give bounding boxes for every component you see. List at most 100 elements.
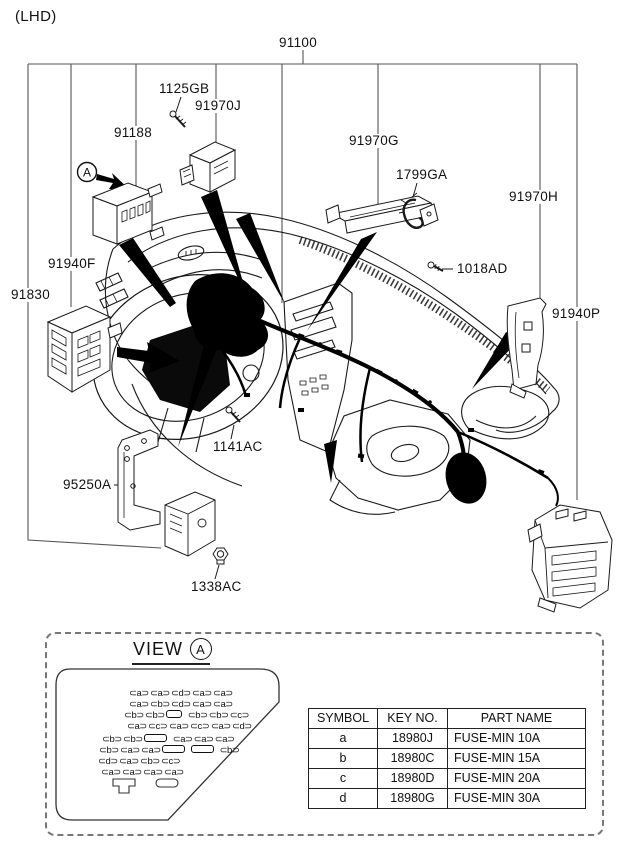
view-a-title: VIEW A: [133, 638, 213, 660]
fuse-slot-a: ⊂a⊃: [213, 699, 233, 710]
part-sketch-hook-1799GA: [398, 192, 424, 229]
view-a-marker-letter: A: [83, 166, 91, 180]
fuse-slot-a: ⊂a⊃: [211, 721, 231, 732]
fuse-slot-a: ⊂a⊃: [143, 767, 163, 778]
callout-1125GB: 1125GB: [158, 81, 211, 96]
view-a-title-underline: [132, 663, 210, 665]
part-sketch-relay-91970J: [179, 141, 237, 193]
nut-1338AC: [212, 547, 229, 565]
fuse-map: ⊂a⊃⊂a⊃⊂d⊃⊂a⊃⊂a⊃⊂a⊃⊂b⊃⊂d⊃⊂a⊃⊂a⊃⊂b⊃⊂b⊃⊂b⊃⊂…: [55, 670, 285, 825]
screw-1125GB: [169, 110, 187, 128]
fuse-slot-b: ⊂b⊃: [150, 699, 170, 710]
callout-1141AC: 1141AC: [212, 439, 264, 454]
fuse-slot-a: ⊂a⊃: [122, 767, 142, 778]
fuse-keyno-cell: 18980G: [377, 788, 448, 809]
fuse-symbol-cell: c: [308, 768, 378, 789]
fuse-row: ⊂a⊃⊂a⊃⊂d⊃⊂a⊃⊂a⊃: [129, 683, 234, 699]
part-sketch-fuse-panel-upper: [91, 182, 165, 245]
fuse-slot-d: ⊂d⊃: [232, 721, 252, 732]
fuse-keyno-cell: 18980J: [377, 728, 448, 749]
fuse-slot-b: ⊂b⊃: [124, 710, 144, 721]
fuse-row: ⊂a⊃⊂a⊃⊂a⊃⊂a⊃: [101, 762, 185, 778]
part-sketch-module: [164, 491, 216, 557]
fuse-slot-a: ⊂a⊃: [169, 721, 189, 732]
screw-1141AC: [225, 406, 241, 423]
fuse-slot-a: ⊂a⊃: [214, 734, 235, 745]
fuse-slot-c: ⊂c⊃: [161, 756, 181, 767]
fuse-panel-outline: [55, 668, 280, 821]
fuse-slot-a: ⊂a⊃: [150, 688, 170, 699]
part-sketch-bracket-91970H: [506, 297, 547, 399]
callout-assembly-91100: 91100: [278, 35, 319, 50]
fuse-slot-b: ⊂b⊃: [140, 756, 160, 767]
fuse-slot-a: ⊂a⊃: [120, 745, 140, 756]
fuse-slot-a: ⊂a⊃: [129, 688, 149, 699]
callout-91970H: 91970H: [508, 189, 560, 204]
callout-91940P: 91940P: [551, 306, 602, 321]
fuse-empty-slot: [190, 744, 214, 753]
fuse-table-column-header: KEY NO.: [377, 708, 448, 729]
fuse-slot-a: ⊂a⊃: [127, 721, 147, 732]
fuse-slot-a: ⊂a⊃: [141, 745, 161, 756]
callout-91970J: 91970J: [194, 98, 243, 113]
fuse-slot-c: ⊂c⊃: [148, 721, 168, 732]
fuse-slot-a: ⊂a⊃: [213, 688, 233, 699]
fuse-partname-cell: FUSE-MIN 20A: [447, 768, 586, 789]
callout-91188: 91188: [113, 125, 154, 140]
fuse-slot-a: ⊂a⊃: [101, 767, 121, 778]
fuse-row: ⊂b⊃⊂b⊃⊂a⊃⊂a⊃⊂a⊃: [102, 729, 236, 745]
callout-91970G: 91970G: [348, 133, 400, 148]
fuse-symbol-cell: b: [308, 748, 378, 769]
fuse-slot-a: ⊂a⊃: [129, 699, 149, 710]
fuse-table-column-header: PART NAME: [447, 708, 586, 729]
fuse-partname-cell: FUSE-MIN 30A: [447, 788, 586, 809]
fuse-slot-b: ⊂b⊃: [219, 745, 240, 756]
callout-95250A: 95250A: [62, 477, 113, 492]
part-sketch-junction-91940P: [527, 504, 613, 613]
callout-91940F: 91940F: [47, 256, 97, 271]
fuse-slot-a: ⊂a⊃: [192, 688, 212, 699]
callout-1799GA: 1799GA: [395, 167, 449, 182]
fuse-symbol-cell: a: [308, 728, 378, 749]
fuse-slot-b: ⊂b⊃: [123, 734, 143, 745]
callout-1338AC: 1338AC: [190, 579, 243, 594]
callout-1018AD: 1018AD: [456, 261, 509, 276]
fuse-row: ⊂a⊃⊂c⊃⊂a⊃⊂c⊃⊂a⊃⊂d⊃: [127, 716, 253, 732]
fuse-slot-a: ⊂a⊃: [193, 734, 214, 745]
view-a-detail-box: [45, 632, 604, 836]
fuse-partname-cell: FUSE-MIN 10A: [447, 728, 586, 749]
fuse-row: ⊂b⊃⊂b⊃⊂b⊃⊂b⊃⊂c⊃: [124, 705, 251, 721]
fuse-slot-b: ⊂b⊃: [99, 745, 119, 756]
fuse-empty-slot: [166, 709, 182, 718]
pointer-arrows: [96, 173, 519, 483]
fuse-slot-d: ⊂d⊃: [171, 688, 191, 699]
fuse-slot-a: ⊂a⊃: [119, 756, 139, 767]
screw-glyphs: [169, 110, 444, 423]
drive-variant-label: (LHD): [14, 8, 58, 25]
fuse-row: ⊂d⊃⊂a⊃⊂b⊃⊂c⊃: [98, 751, 182, 767]
fuse-slot-c: ⊂c⊃: [190, 721, 210, 732]
fuse-slot-b: ⊂b⊃: [208, 710, 229, 721]
fuse-slot-a: ⊂a⊃: [172, 734, 193, 745]
harness-connectors: [244, 333, 545, 475]
fuse-row: ⊂b⊃⊂a⊃⊂a⊃⊂b⊃: [99, 740, 241, 756]
part-sketch-bracket-95250A: [117, 429, 161, 531]
fuse-slot-d: ⊂d⊃: [171, 699, 191, 710]
part-sketch-junction-box-91830: [46, 305, 123, 393]
fuse-empty-slot: [144, 733, 167, 742]
fuse-row: ⊂a⊃⊂b⊃⊂d⊃⊂a⊃⊂a⊃: [129, 694, 234, 710]
fuse-empty-slot: [162, 744, 185, 753]
fuse-slot-b: ⊂b⊃: [102, 734, 122, 745]
view-a-title-text: VIEW: [133, 638, 184, 659]
fuse-partname-cell: FUSE-MIN 15A: [447, 748, 586, 769]
fuse-slot-a: ⊂a⊃: [192, 699, 212, 710]
